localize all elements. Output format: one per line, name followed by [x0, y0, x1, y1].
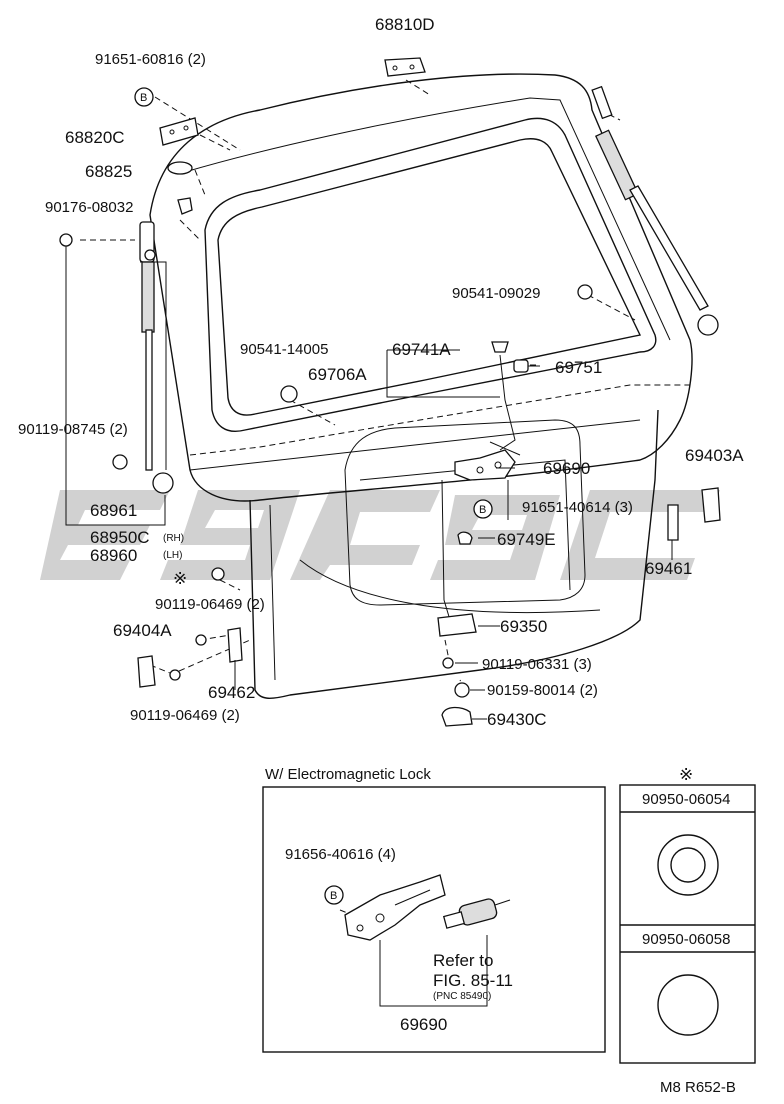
table-header-mark: ※ — [679, 765, 693, 784]
lock-69690 — [454, 441, 521, 481]
inset-leader — [379, 935, 488, 1007]
part-69430C — [441, 706, 473, 727]
part-90541-14005 — [280, 385, 298, 403]
label-90119-08745: 90119-08745 (2) — [18, 421, 128, 438]
marker-b-2: B — [473, 499, 493, 519]
part-69350 — [437, 613, 477, 637]
label-68950C: 68950C — [90, 528, 150, 547]
part-90159 — [454, 682, 470, 698]
inset-lock-assembly — [344, 874, 446, 941]
label-69749E: 69749E — [497, 530, 556, 549]
footer-code: M8 R652-B — [660, 1079, 736, 1096]
label-69350: 69350 — [500, 617, 547, 636]
part-68961 — [112, 454, 128, 470]
label-90119-06331: 90119-06331 (3) — [482, 656, 592, 673]
bracket-69404A — [137, 655, 156, 688]
lock-rod — [441, 479, 451, 621]
inset-marker-b: B — [324, 885, 344, 905]
part-69741A — [491, 341, 509, 353]
inset-electromagnetic-lock: W/ Electromagnetic Lock 91656-40616 (4) … — [262, 766, 606, 1053]
svg-text:B: B — [479, 504, 486, 516]
inset-refer-to: Refer to — [433, 951, 493, 970]
label-69461: 69461 — [645, 559, 692, 578]
label-90119-06469-upper: 90119-06469 (2) — [155, 596, 265, 613]
part-90176 — [177, 197, 193, 215]
label-90541-14005: 90541-14005 — [240, 341, 328, 358]
svg-text:B: B — [140, 92, 147, 104]
right-gas-strut — [591, 85, 719, 336]
inset-actuator — [442, 898, 511, 929]
label-68825: 68825 — [85, 162, 132, 181]
washer-table: ※ 90950-06054 90950-06058 — [619, 765, 756, 1064]
table-row2-part: 90950-06058 — [642, 931, 730, 948]
bracket-69462 — [227, 627, 243, 663]
label-69690: 69690 — [543, 459, 590, 478]
leader-lines-solid — [65, 246, 673, 720]
label-68961: 68961 — [90, 501, 137, 520]
label-90541-09029: 90541-09029 — [452, 285, 540, 302]
inset-pnc-ref: (PNC 85490) — [433, 991, 491, 1002]
ref-mark: ※ — [173, 569, 187, 588]
left-gas-strut — [139, 221, 174, 494]
label-lh: (LH) — [163, 550, 182, 561]
inset-part-number: 69690 — [400, 1015, 447, 1034]
marker-b-1: B — [134, 87, 154, 107]
label-69462: 69462 — [208, 683, 255, 702]
inset-bolt-label: 91656-40616 (4) — [285, 846, 396, 863]
back-door-body — [149, 73, 693, 699]
label-68820C: 68820C — [65, 128, 125, 147]
label-91651-60816: 91651-60816 (2) — [95, 51, 206, 68]
bolt-90119-08745-top — [59, 233, 73, 247]
inset-fig-ref: FIG. 85-11 — [433, 971, 513, 990]
label-69741A: 69741A — [392, 340, 451, 359]
washer-90950-06054 — [657, 834, 719, 896]
label-69404A: 69404A — [113, 621, 172, 640]
part-90119-06331 — [442, 657, 454, 669]
bolt-90119-06469-upper — [195, 634, 207, 646]
table-row1-part: 90950-06054 — [642, 791, 730, 808]
part-68825 — [167, 161, 193, 175]
hinge-68820C — [159, 117, 199, 146]
label-69430C: 69430C — [487, 710, 547, 729]
part-69751 — [513, 359, 529, 373]
bracket-69461 — [667, 504, 679, 541]
label-68810D: 68810D — [375, 15, 435, 34]
rod-69741A — [499, 354, 516, 451]
bracket-69403A — [701, 487, 721, 523]
part-washer — [211, 567, 225, 581]
inset-title: W/ Electromagnetic Lock — [265, 766, 431, 783]
bolt-90119-06469-lower — [169, 669, 181, 681]
svg-text:B: B — [330, 890, 337, 902]
label-69751: 69751 — [555, 358, 602, 377]
label-90176-08032: 90176-08032 — [45, 199, 133, 216]
label-rh: (RH) — [163, 533, 184, 544]
hinge-68810D — [384, 57, 426, 77]
label-91651-40614: 91651-40614 (3) — [522, 499, 633, 516]
label-90119-06469-lower: 90119-06469 (2) — [130, 707, 240, 724]
part-69749E — [457, 531, 473, 545]
washer-90950-06058 — [657, 974, 719, 1036]
label-69706A: 69706A — [308, 365, 367, 384]
table-frame — [619, 784, 756, 1064]
inset-frame — [262, 786, 606, 1053]
label-90159-80014: 90159-80014 (2) — [487, 682, 598, 699]
label-68960: 68960 — [90, 546, 137, 565]
part-90541-09029 — [577, 284, 593, 300]
label-69403A: 69403A — [685, 446, 744, 465]
